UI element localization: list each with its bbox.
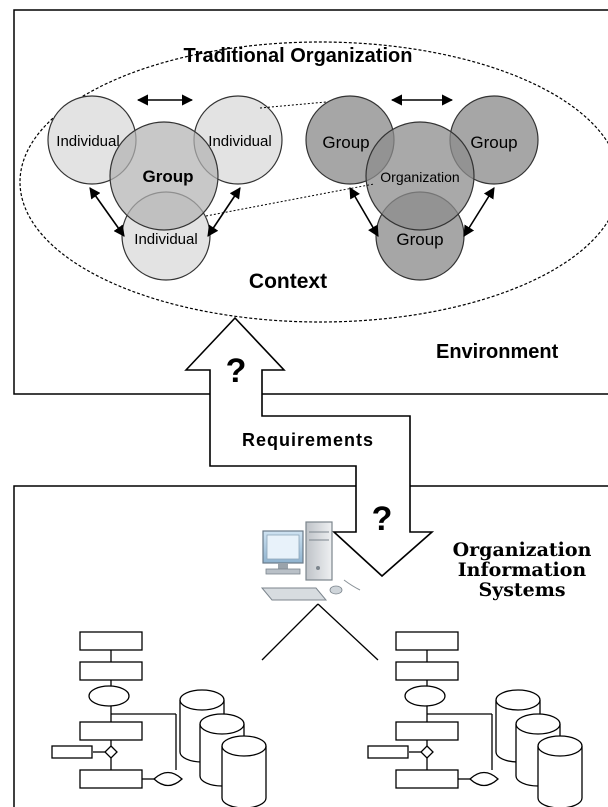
requirements-label: Requirements xyxy=(242,430,374,450)
question-mark-top: ? xyxy=(226,352,247,390)
database-icon-right xyxy=(495,689,583,807)
link-computer-left xyxy=(261,603,319,661)
dotted-link-top xyxy=(259,101,327,109)
dotted-link-bottom xyxy=(205,183,375,217)
ois-label-line-2: Information xyxy=(458,559,587,581)
flowchart-icon-right xyxy=(367,631,499,789)
individual-label-bottom: Individual xyxy=(134,231,197,248)
environment-label: Environment xyxy=(436,341,559,363)
flowchart-icon-left xyxy=(51,631,183,789)
individual-cluster: Individual Individual Individual Group xyxy=(47,94,283,281)
ois-label-line-1: Organization xyxy=(453,539,592,561)
group-center-circle xyxy=(109,121,219,231)
group-label-bottom: Group xyxy=(396,230,443,249)
group-cluster: Group Group Group Organization xyxy=(305,94,539,281)
computer-icon xyxy=(260,521,361,601)
organization-center-label: Organization xyxy=(380,169,459,185)
organization-center-circle xyxy=(365,121,475,231)
diagram-title: Traditional Organization xyxy=(184,45,413,67)
group-center-label: Group xyxy=(143,167,194,186)
group-label-left: Group xyxy=(322,133,369,152)
arrow-group-left xyxy=(349,187,379,237)
context-label: Context xyxy=(249,270,327,293)
individual-label-left: Individual xyxy=(56,133,119,150)
question-mark-bottom: ? xyxy=(372,500,393,538)
group-label-right: Group xyxy=(470,133,517,152)
arrow-individual-right xyxy=(207,187,241,237)
requirements-arrow-shape xyxy=(184,316,435,578)
arrow-group-right xyxy=(463,187,495,237)
database-icon-left xyxy=(179,689,267,807)
individual-label-right: Individual xyxy=(208,133,271,150)
ois-label-line-3: Systems xyxy=(478,579,565,601)
arrow-individual-left xyxy=(89,187,125,237)
link-computer-right xyxy=(317,603,379,661)
